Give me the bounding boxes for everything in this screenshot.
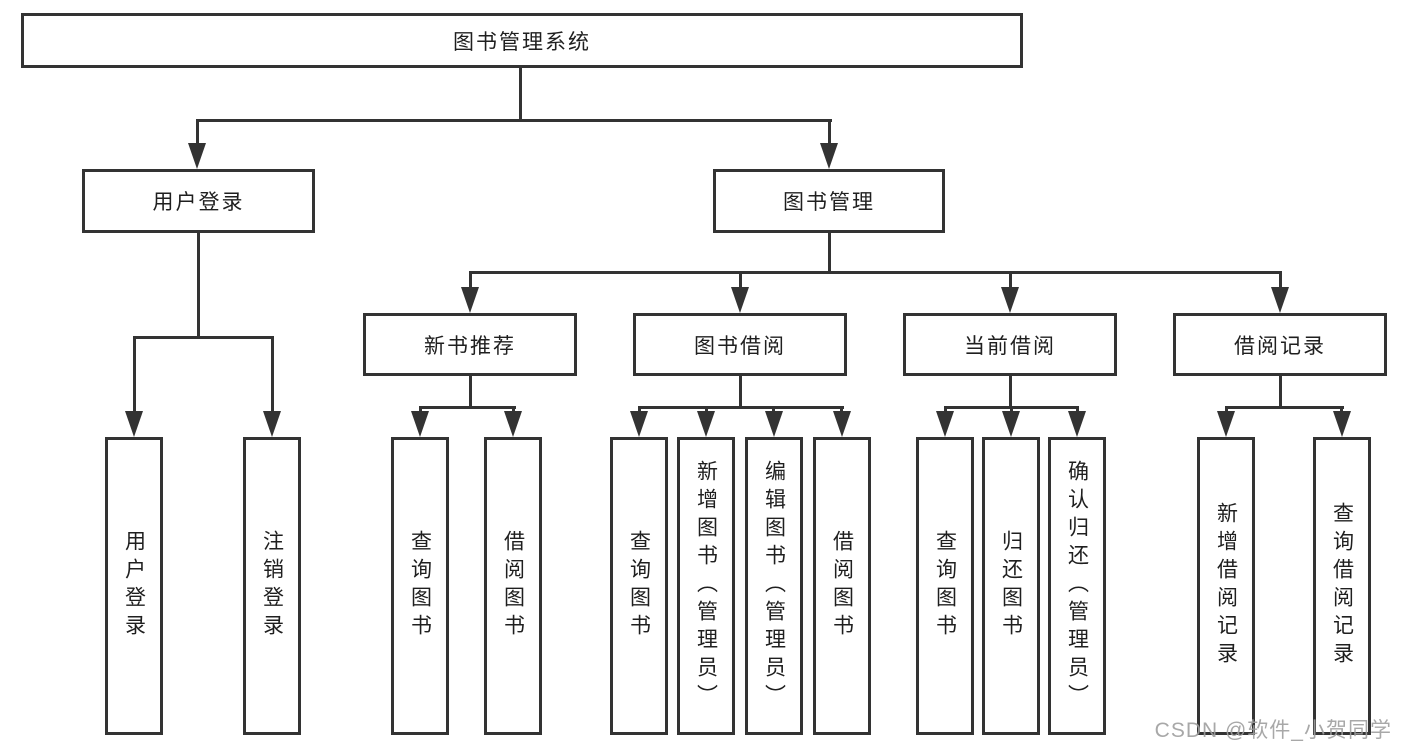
- arrow-down-icon: [1001, 287, 1019, 313]
- connector-records-stem: [1279, 376, 1282, 408]
- connector-userlogin-bar: [133, 336, 274, 339]
- arrow-down-icon: [263, 411, 281, 437]
- node-label: 新书推荐: [424, 334, 516, 358]
- leaf-user-login: 用户登录: [105, 437, 163, 735]
- connector-bookmgmt-stem: [828, 233, 831, 273]
- leaf-query-books-recommend: 查询图书: [391, 437, 449, 735]
- leaf-label: 归还图书: [999, 530, 1023, 642]
- node-label: 图书借阅: [694, 334, 786, 358]
- node-library-management-system: 图书管理系统: [21, 13, 1023, 68]
- node-label: 图书管理: [783, 191, 875, 214]
- arrow-down-icon: [1068, 411, 1086, 437]
- arrow-down-icon: [765, 411, 783, 437]
- connector-shaft: [1009, 271, 1012, 291]
- node-label: 当前借阅: [964, 334, 1056, 358]
- leaf-label: 查询图书: [627, 530, 651, 642]
- leaf-label: 借阅图书: [830, 530, 854, 642]
- node-borrowing-records: 借阅记录: [1173, 313, 1387, 376]
- connector-recommend-bar: [419, 406, 516, 409]
- node-book-management: 图书管理: [713, 169, 945, 233]
- arrow-down-icon: [1217, 411, 1235, 437]
- arrow-down-icon: [697, 411, 715, 437]
- leaf-query-books-borrow: 查询图书: [610, 437, 668, 735]
- leaf-add-borrow-record: 新增借阅记录: [1197, 437, 1255, 735]
- arrow-down-icon: [1271, 287, 1289, 313]
- connector-userlogin-stem: [197, 233, 200, 338]
- node-book-borrowing: 图书借阅: [633, 313, 847, 376]
- leaf-return-books: 归还图书: [982, 437, 1040, 735]
- arrow-down-icon: [630, 411, 648, 437]
- arrow-down-icon: [125, 411, 143, 437]
- leaf-query-borrow-record: 查询借阅记录: [1313, 437, 1371, 735]
- leaf-label: 注销登录: [260, 530, 284, 642]
- leaf-borrow-books-recommend: 借阅图书: [484, 437, 542, 735]
- connector-shaft: [133, 336, 136, 413]
- leaf-edit-books-admin: 编辑图书（管理员）: [745, 437, 803, 735]
- connector-shaft: [271, 336, 274, 413]
- connector-root-stem: [519, 68, 522, 122]
- node-label: 借阅记录: [1234, 334, 1326, 358]
- connector-borrowing-bar: [638, 406, 844, 409]
- watermark: CSDN @软件_小贺同学: [1154, 719, 1392, 742]
- leaf-label: 新增借阅记录: [1214, 502, 1238, 670]
- leaf-logout: 注销登录: [243, 437, 301, 735]
- leaf-label: 查询图书: [408, 530, 432, 642]
- connector-shaft: [739, 271, 742, 291]
- arrow-down-icon: [1333, 411, 1351, 437]
- connector-bookmgmt-bar: [469, 271, 1281, 274]
- arrow-down-icon: [411, 411, 429, 437]
- connector-shaft: [828, 119, 831, 147]
- arrow-down-icon: [833, 411, 851, 437]
- leaf-label: 用户登录: [122, 530, 146, 642]
- arrow-down-icon: [1002, 411, 1020, 437]
- leaf-label: 编辑图书（管理员）: [762, 460, 786, 712]
- leaf-borrow-books-borrow: 借阅图书: [813, 437, 871, 735]
- connector-recommend-stem: [469, 376, 472, 408]
- arrow-down-icon: [731, 287, 749, 313]
- node-current-borrowing: 当前借阅: [903, 313, 1117, 376]
- arrow-down-icon: [188, 143, 206, 169]
- leaf-add-books-admin: 新增图书（管理员）: [677, 437, 735, 735]
- leaf-label: 确认归还（管理员）: [1065, 460, 1089, 712]
- connector-records-bar: [1225, 406, 1344, 409]
- leaf-confirm-return-admin: 确认归还（管理员）: [1048, 437, 1106, 735]
- leaf-label: 借阅图书: [501, 530, 525, 642]
- connector-shaft: [1279, 271, 1282, 291]
- node-new-book-recommendation: 新书推荐: [363, 313, 577, 376]
- node-user-login: 用户登录: [82, 169, 315, 233]
- arrow-down-icon: [461, 287, 479, 313]
- node-label: 图书管理系统: [453, 30, 591, 54]
- connector-borrowing-stem: [739, 376, 742, 408]
- node-label: 用户登录: [152, 191, 245, 214]
- leaf-label: 新增图书（管理员）: [694, 460, 718, 712]
- leaf-label: 查询图书: [933, 530, 957, 642]
- arrow-down-icon: [820, 143, 838, 169]
- connector-root-bar: [196, 119, 832, 122]
- connector-current-stem: [1009, 376, 1012, 408]
- leaf-query-books-current: 查询图书: [916, 437, 974, 735]
- arrow-down-icon: [504, 411, 522, 437]
- leaf-label: 查询借阅记录: [1330, 502, 1354, 670]
- arrow-down-icon: [936, 411, 954, 437]
- connector-shaft: [196, 119, 199, 147]
- connector-shaft: [469, 271, 472, 291]
